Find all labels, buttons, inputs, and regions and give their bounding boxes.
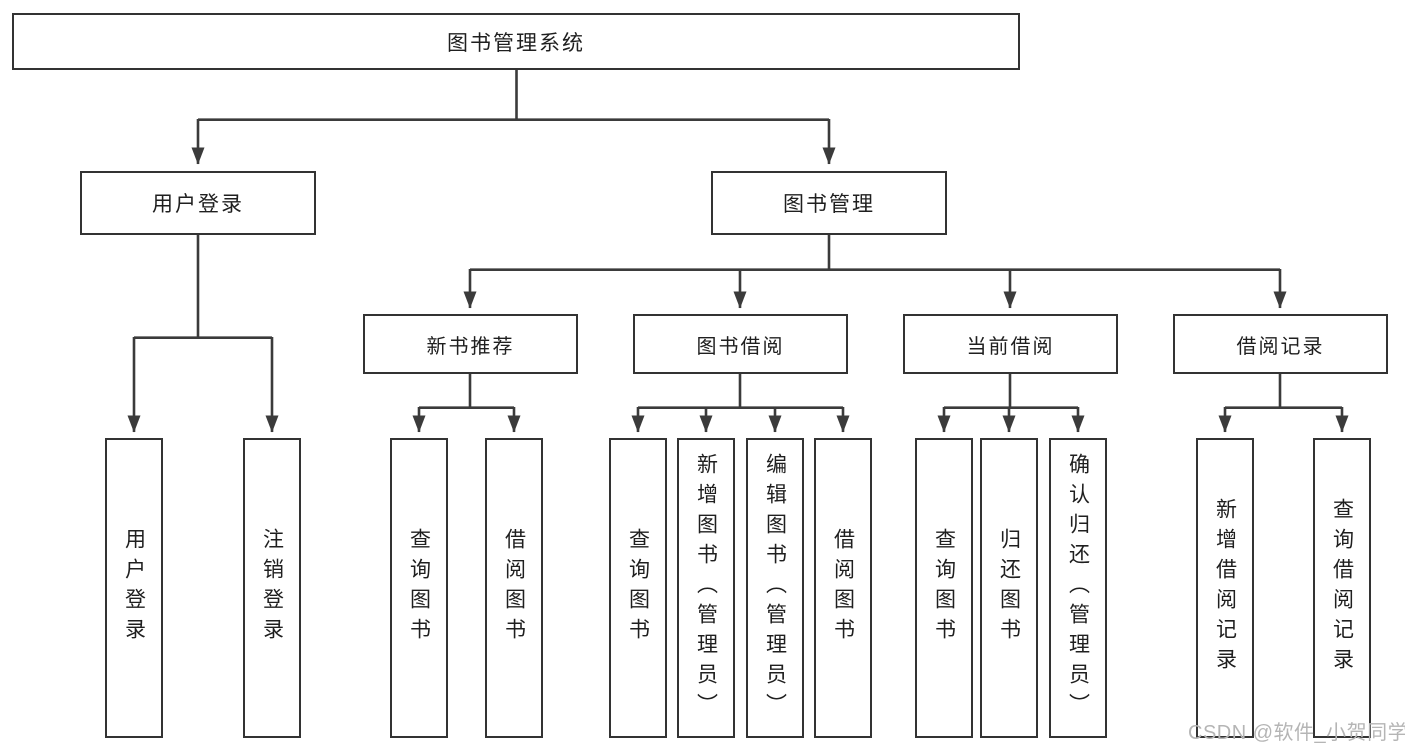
leaf-label: 借阅图书 — [502, 528, 526, 648]
leaf-borrow-books-recommend: 借阅图书 — [485, 438, 543, 738]
leaf-label: 查询借阅记录 — [1330, 498, 1354, 678]
node-label: 当前借阅 — [966, 335, 1055, 358]
leaf-label: 查询图书 — [626, 528, 650, 648]
csdn-watermark: CSDN @软件_小贺同学 — [1188, 722, 1405, 744]
leaf-user-login: 用户登录 — [105, 438, 163, 738]
node-book-borrowing: 图书借阅 — [633, 314, 848, 374]
leaf-label: 归还图书 — [997, 528, 1021, 648]
node-user-login: 用户登录 — [80, 171, 316, 235]
leaf-label: 新增图书（管理员） — [694, 453, 718, 723]
leaf-label: 确认归还（管理员） — [1066, 453, 1090, 723]
node-library-management-system: 图书管理系统 — [12, 13, 1020, 70]
node-label: 借阅记录 — [1236, 335, 1325, 358]
leaf-borrow-books: 借阅图书 — [814, 438, 872, 738]
node-current-borrowing: 当前借阅 — [903, 314, 1118, 374]
leaf-return-books: 归还图书 — [980, 438, 1038, 738]
node-label: 新书推荐 — [426, 335, 515, 358]
node-label: 用户登录 — [152, 193, 244, 216]
leaf-label: 用户登录 — [122, 528, 146, 648]
leaf-confirm-return-admin: 确认归还（管理员） — [1049, 438, 1107, 738]
node-borrowing-records: 借阅记录 — [1173, 314, 1388, 374]
leaf-label: 查询图书 — [932, 528, 956, 648]
leaf-label: 注销登录 — [260, 528, 284, 648]
node-new-book-recommend: 新书推荐 — [363, 314, 578, 374]
node-label: 图书借阅 — [696, 335, 785, 358]
leaf-query-books-borrowing: 查询图书 — [609, 438, 667, 738]
leaf-add-borrow-record: 新增借阅记录 — [1196, 438, 1254, 738]
leaf-label: 新增借阅记录 — [1213, 498, 1237, 678]
node-label: 图书管理系统 — [447, 31, 585, 55]
leaf-add-books-admin: 新增图书（管理员） — [677, 438, 735, 738]
leaf-query-books-current: 查询图书 — [915, 438, 973, 738]
leaf-label: 借阅图书 — [831, 528, 855, 648]
leaf-label: 编辑图书（管理员） — [763, 453, 787, 723]
node-label: 图书管理 — [783, 193, 875, 216]
leaf-edit-books-admin: 编辑图书（管理员） — [746, 438, 804, 738]
leaf-query-books-recommend: 查询图书 — [390, 438, 448, 738]
leaf-logout-login: 注销登录 — [243, 438, 301, 738]
leaf-query-borrow-record: 查询借阅记录 — [1313, 438, 1371, 738]
node-book-management: 图书管理 — [711, 171, 947, 235]
leaf-label: 查询图书 — [407, 528, 431, 648]
